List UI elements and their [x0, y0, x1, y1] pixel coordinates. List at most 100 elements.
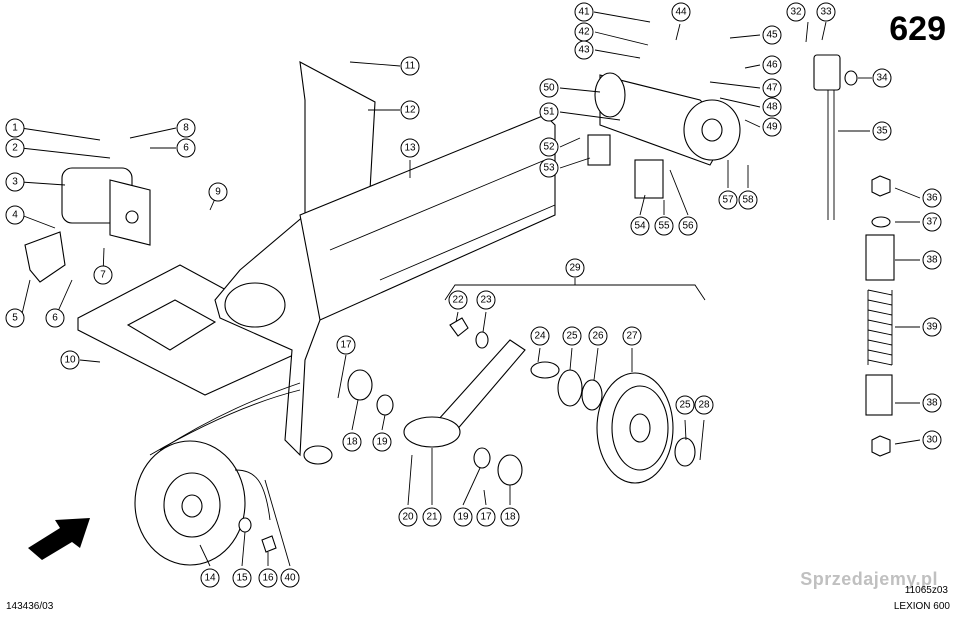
callout-54: 54	[630, 216, 650, 236]
callout-label: 52	[543, 142, 555, 153]
callout-label: 36	[926, 193, 938, 204]
callout-label: 15	[236, 573, 248, 584]
callout-label: 37	[926, 217, 938, 228]
callout-label: 24	[534, 331, 546, 342]
callout-label: 18	[346, 437, 358, 448]
callout-19: 19	[372, 432, 392, 452]
callout-47: 47	[762, 78, 782, 98]
callout-label: 34	[876, 73, 888, 84]
callout-5: 5	[5, 308, 25, 328]
callout-label: 54	[634, 221, 646, 232]
callout-53: 53	[539, 158, 559, 178]
callout-label: 44	[675, 7, 687, 18]
callout-label: 12	[404, 105, 416, 116]
callout-label: 3	[12, 177, 18, 188]
model-label: LEXION 600	[893, 601, 950, 612]
callout-25: 25	[562, 326, 582, 346]
callout-15: 15	[232, 568, 252, 588]
callout-label: 5	[12, 313, 18, 324]
hydraulic-motor	[61, 167, 151, 246]
callout-52: 52	[539, 137, 559, 157]
callout-45: 45	[762, 25, 782, 45]
callout-28: 28	[694, 395, 714, 415]
callout-label: 38	[926, 255, 938, 266]
callout-18: 18	[500, 507, 520, 527]
callout-29: 29	[565, 258, 585, 278]
callout-20: 20	[398, 507, 418, 527]
callout-label: 9	[215, 187, 221, 198]
callout-label: 50	[543, 83, 555, 94]
callout-48: 48	[762, 97, 782, 117]
callout-label: 8	[183, 123, 189, 134]
callout-label: 23	[480, 295, 492, 306]
page-number: 629	[889, 10, 946, 48]
callout-22: 22	[448, 290, 468, 310]
callout-label: 51	[543, 107, 555, 118]
callout-label: 2	[12, 143, 18, 154]
callout-42: 42	[574, 22, 594, 42]
callout-17: 17	[336, 335, 356, 355]
idler-pulley	[596, 372, 674, 484]
callout-label: 7	[100, 270, 106, 281]
callout-label: 26	[592, 331, 604, 342]
callout-label: 41	[578, 7, 590, 18]
callout-26: 26	[588, 326, 608, 346]
callout-7: 7	[93, 265, 113, 285]
callout-label: 25	[566, 331, 578, 342]
callout-label: 55	[658, 221, 670, 232]
callout-3: 3	[5, 172, 25, 192]
callout-35: 35	[872, 121, 892, 141]
callout-11: 11	[400, 56, 420, 76]
callout-label: 16	[262, 573, 274, 584]
hose-fitting	[24, 231, 66, 283]
washers-and-bearings	[238, 317, 696, 553]
callout-label: 57	[722, 195, 734, 206]
callout-49: 49	[762, 117, 782, 137]
callout-label: 13	[404, 143, 416, 154]
callout-39: 39	[922, 317, 942, 337]
callout-44: 44	[671, 2, 691, 22]
callout-label: 29	[569, 263, 581, 274]
callout-46: 46	[762, 55, 782, 75]
callout-label: 19	[376, 437, 388, 448]
callout-label: 20	[402, 512, 414, 523]
diagram-code: 11065z03	[904, 585, 948, 596]
callout-18: 18	[342, 432, 362, 452]
callout-25: 25	[675, 395, 695, 415]
callout-label: 48	[766, 102, 778, 113]
callout-label: 4	[12, 210, 18, 221]
callout-17: 17	[476, 507, 496, 527]
callout-label: 35	[876, 126, 888, 137]
callout-label: 43	[578, 45, 590, 56]
callout-40: 40	[280, 568, 300, 588]
callout-label: 40	[284, 573, 296, 584]
callout-label: 17	[340, 340, 352, 351]
callout-label: 22	[452, 295, 464, 306]
callout-label: 1	[12, 123, 18, 134]
callout-36: 36	[922, 188, 942, 208]
callout-43: 43	[574, 40, 594, 60]
callout-16: 16	[258, 568, 278, 588]
callout-label: 49	[766, 122, 778, 133]
tensioner-arm	[403, 339, 560, 448]
callout-21: 21	[422, 507, 442, 527]
callout-57: 57	[718, 190, 738, 210]
callout-label: 18	[504, 512, 516, 523]
callout-55: 55	[654, 216, 674, 236]
callout-label: 10	[64, 355, 76, 366]
starter-motor	[594, 72, 741, 166]
callout-label: 47	[766, 83, 778, 94]
callout-34: 34	[872, 68, 892, 88]
direction-arrow	[28, 518, 90, 560]
callout-label: 32	[790, 7, 802, 18]
callout-19: 19	[453, 507, 473, 527]
callout-label: 38	[926, 398, 938, 409]
callout-14: 14	[200, 568, 220, 588]
callout-label: 58	[742, 195, 754, 206]
callout-label: 28	[698, 400, 710, 411]
callout-58: 58	[738, 190, 758, 210]
callout-label: 27	[626, 331, 638, 342]
callout-label: 53	[543, 163, 555, 174]
